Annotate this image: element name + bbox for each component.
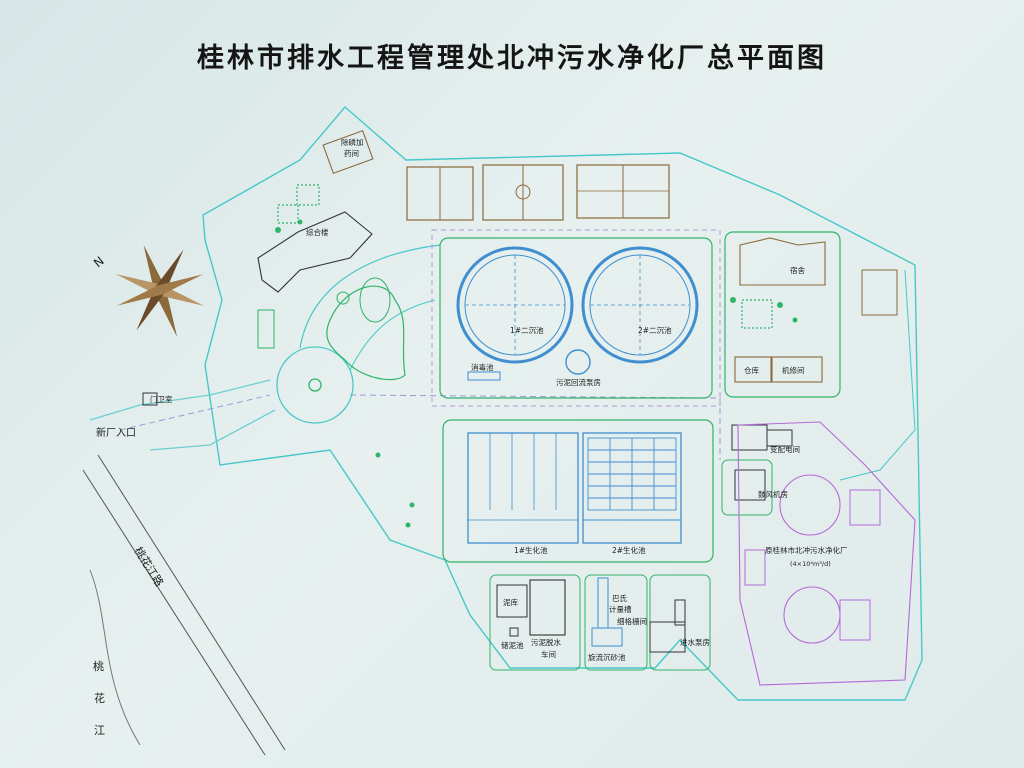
green-patch-2 xyxy=(277,204,299,224)
label-parshall-2: 计量槽 xyxy=(609,604,632,614)
label-clarifier-2: 2#二沉池 xyxy=(638,325,672,335)
tree-markers xyxy=(275,219,798,528)
garden-patch-3 xyxy=(741,299,773,329)
label-road-b-1: 桃 xyxy=(93,659,104,673)
warehouse-building xyxy=(734,356,772,383)
bio-tank-1 xyxy=(467,432,579,544)
dosing-room xyxy=(322,130,374,174)
green-patch-1 xyxy=(296,184,320,206)
curved-road xyxy=(299,244,441,349)
entrance-centerline xyxy=(119,394,271,431)
label-dosing-room-1: 除磷加 xyxy=(341,137,364,147)
old-clarifier-1 xyxy=(779,474,841,536)
compass-north-letter: N xyxy=(91,254,107,270)
label-substation: 变配电间 xyxy=(770,444,800,454)
label-guard-room: 门卫室 xyxy=(150,394,173,404)
label-parshall-1: 巴氏 xyxy=(612,594,627,603)
clarifier-block xyxy=(439,237,713,399)
aeration-grid xyxy=(583,437,681,521)
dormitory-zone xyxy=(724,231,841,398)
garden-area xyxy=(326,285,406,381)
disinfection-tank xyxy=(467,371,501,381)
garden-pond xyxy=(359,277,391,323)
label-dewatering-1: 污泥脱水 xyxy=(531,637,561,647)
substation xyxy=(731,424,768,451)
entrance-road xyxy=(89,379,276,451)
grit-chamber xyxy=(591,627,623,647)
dormitory-building xyxy=(739,237,826,286)
label-office: 综合楼 xyxy=(306,227,329,237)
sludge-dewatering-building xyxy=(529,579,566,636)
clarifier-2 xyxy=(581,246,699,364)
label-sludge-storage: 储泥池 xyxy=(501,640,524,650)
roundabout-island xyxy=(308,378,322,392)
side-path xyxy=(839,269,916,481)
road-line-2 xyxy=(97,454,286,751)
repair-shop-building xyxy=(771,356,823,383)
sludge-pump-house xyxy=(565,349,591,375)
label-dewatering-2: 车间 xyxy=(541,649,556,659)
label-dosing-room-2: 药间 xyxy=(344,148,359,158)
fine-screen xyxy=(649,621,686,653)
pretreatment-zone xyxy=(584,574,648,671)
label-old-plant: 原桂林市北冲污水净化厂 xyxy=(765,545,848,555)
clarifier-1 xyxy=(456,246,574,364)
label-warehouse: 仓库 xyxy=(744,365,759,375)
bio-tank-block xyxy=(442,419,714,563)
garden-ring xyxy=(336,291,350,305)
guard-room xyxy=(142,392,158,406)
label-influent-pump: 进水泵房 xyxy=(680,637,710,647)
label-blower: 鼓风机房 xyxy=(758,489,788,499)
road-line-1 xyxy=(82,469,266,756)
label-road-b-3: 江 xyxy=(94,724,105,737)
label-new-entrance: 新厂入口 xyxy=(96,426,136,439)
far-right-building xyxy=(861,269,898,316)
label-road-a: 桃花江路 xyxy=(131,544,166,589)
blower-house xyxy=(734,469,766,501)
compass-rose xyxy=(115,244,205,337)
label-grit-chamber: 旋流沉砂池 xyxy=(588,652,626,662)
river-edge xyxy=(89,569,141,746)
map-title: 桂林市排水工程管理处北冲污水净化厂总平面图 xyxy=(197,43,827,74)
roundabout xyxy=(276,346,354,424)
label-sludge-pump: 污泥回流泵房 xyxy=(556,377,601,387)
label-sludge-shed: 泥库 xyxy=(503,597,518,607)
label-road-b-2: 花 xyxy=(94,692,105,705)
sludge-shed xyxy=(496,584,528,618)
label-bio-tank-1: 1#生化池 xyxy=(514,545,548,555)
office-building xyxy=(257,211,373,293)
parshall-flume xyxy=(597,577,609,629)
label-repair-shop: 机修间 xyxy=(782,365,805,375)
inner-road-line xyxy=(349,394,721,460)
label-clarifier-1: 1#二沉池 xyxy=(510,325,544,335)
label-disinfection: 消毒池 xyxy=(471,362,494,372)
parking-strip xyxy=(257,309,275,349)
old-clarifier-2 xyxy=(783,586,841,644)
label-old-capacity: (4×10⁴m³/d) xyxy=(790,560,831,568)
label-dormitory: 宿舍 xyxy=(790,265,805,275)
label-bio-tank-2: 2#生化池 xyxy=(612,545,646,555)
bio-tank-2 xyxy=(582,432,682,544)
sludge-zone xyxy=(489,574,581,671)
influent-pump-house xyxy=(674,599,686,626)
label-fine-screen: 细格栅间 xyxy=(617,616,647,626)
curved-road-2 xyxy=(349,299,436,371)
old-plant-boundary xyxy=(737,421,916,686)
